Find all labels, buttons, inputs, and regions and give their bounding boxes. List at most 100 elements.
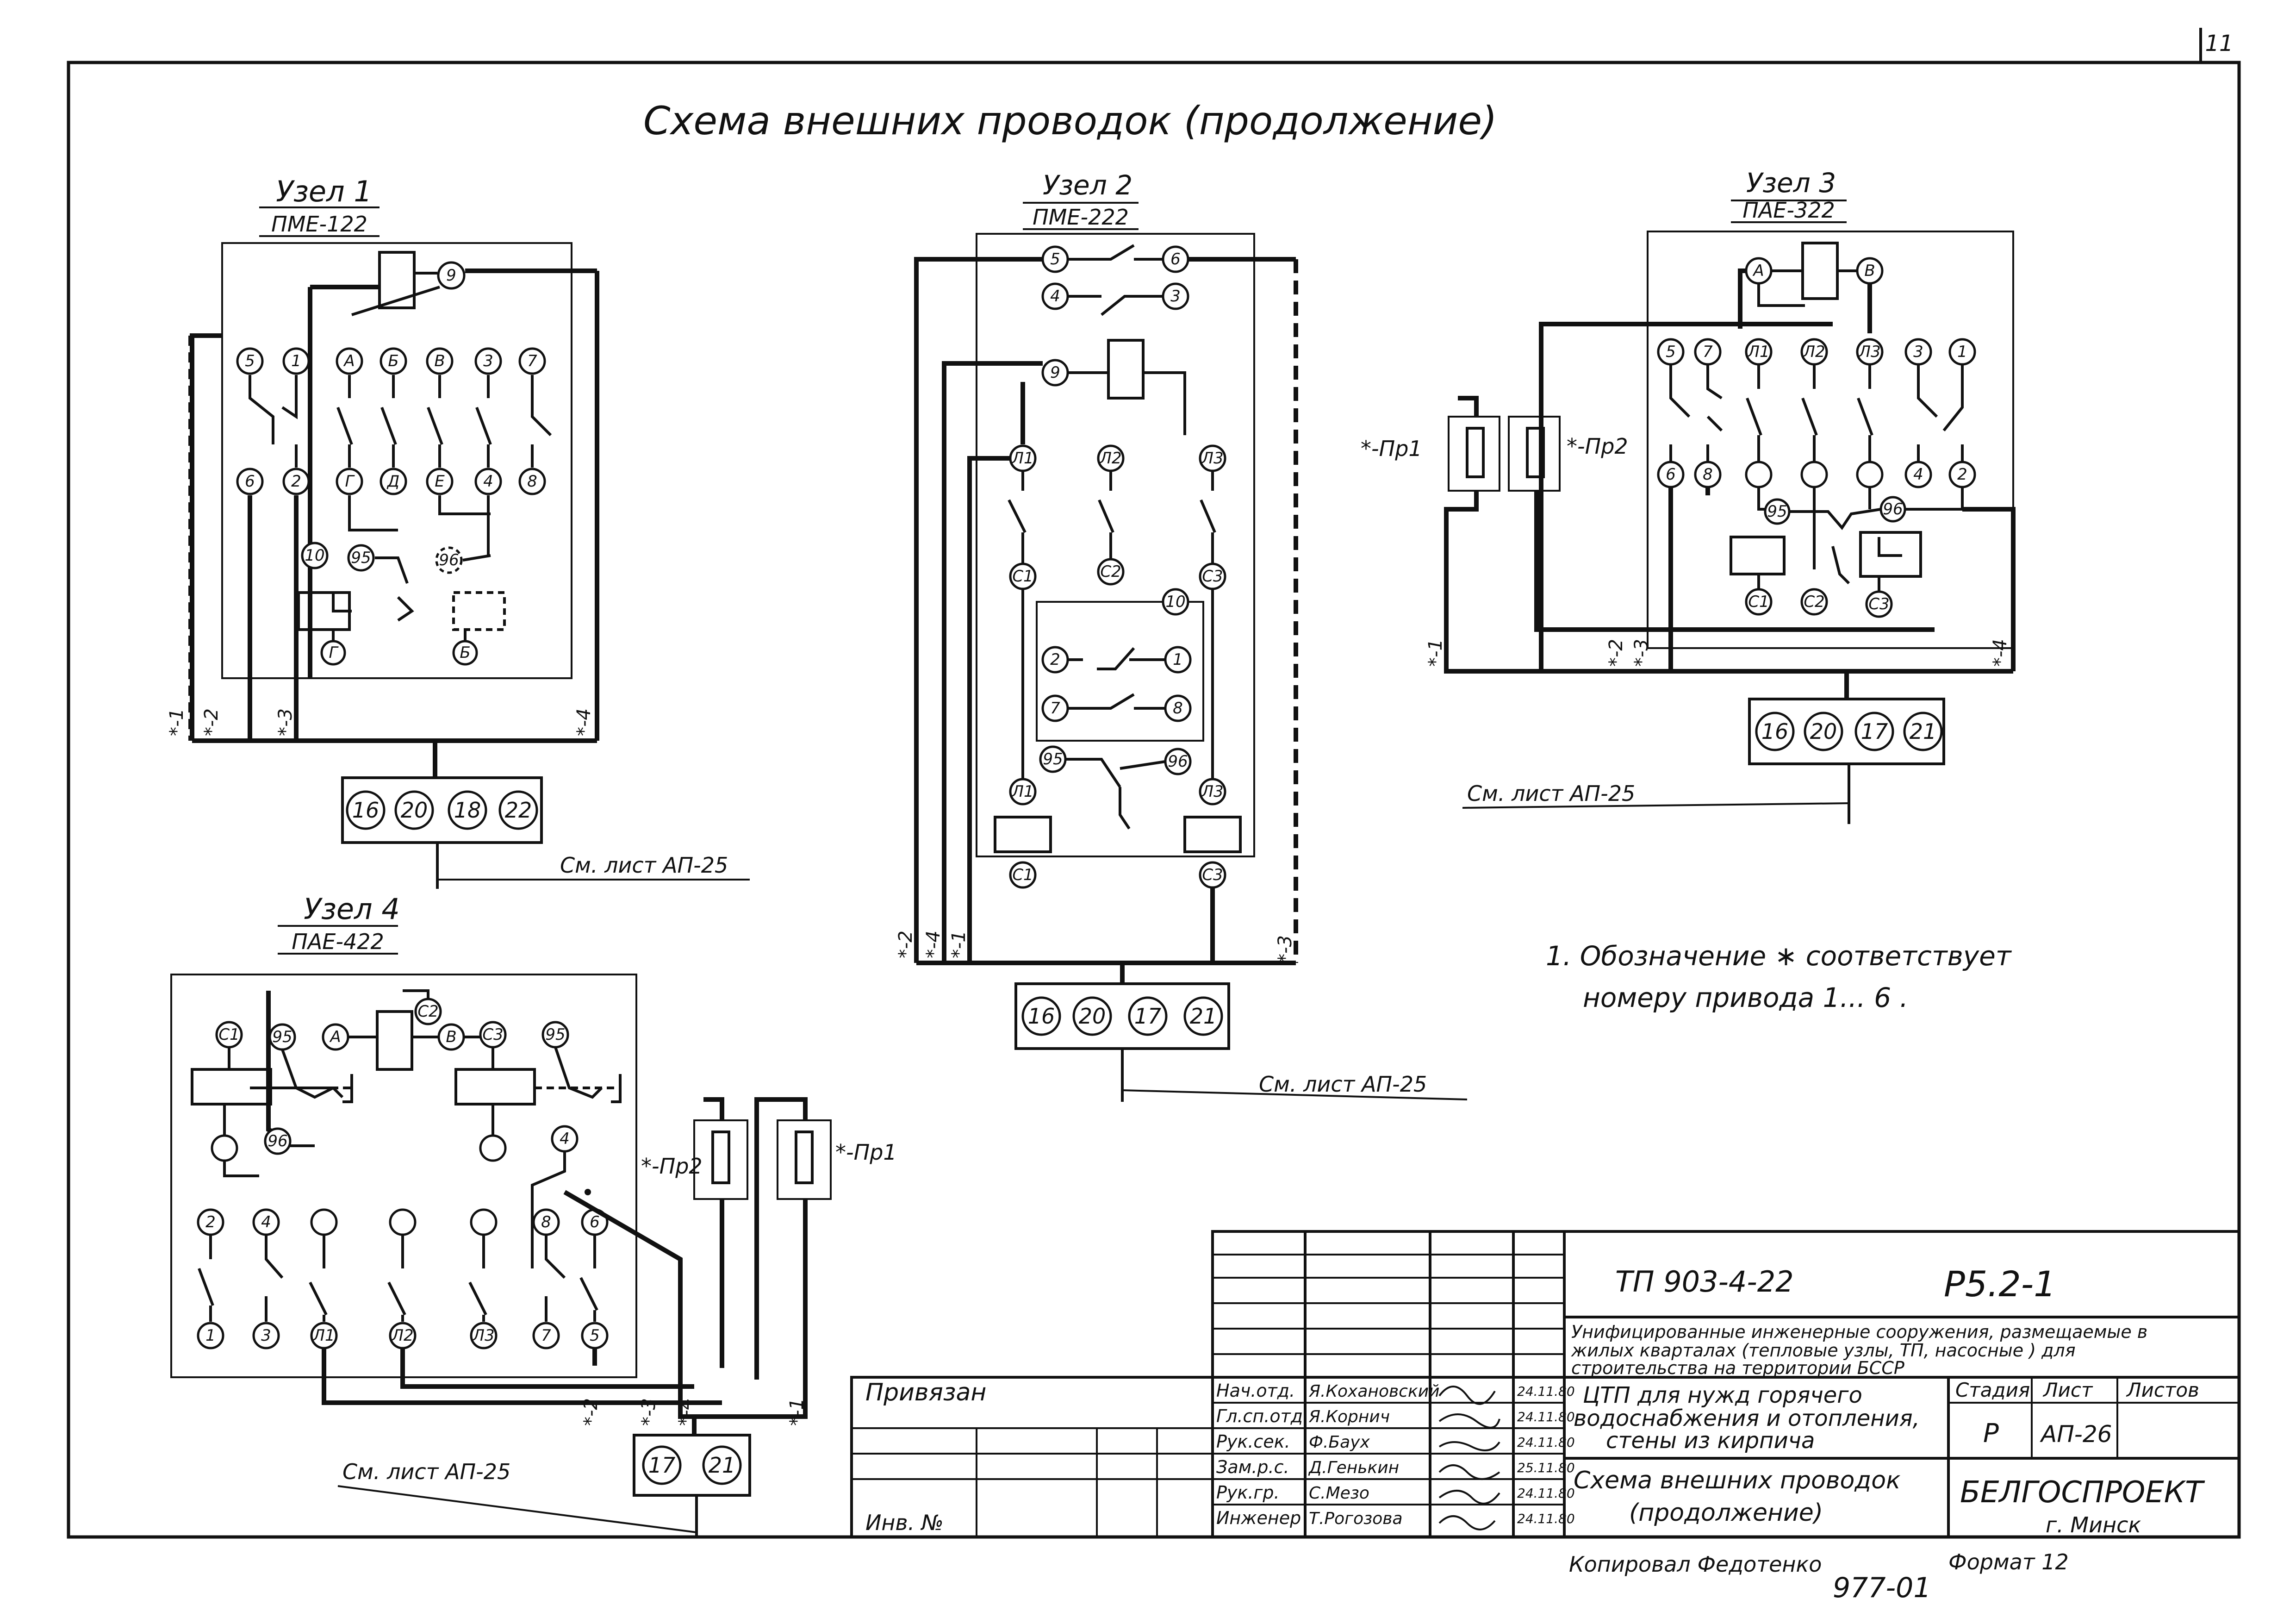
node3-label: Узел 3 xyxy=(1746,167,1836,199)
node2-aux-2: 7 xyxy=(1050,699,1060,718)
org-name: БЕЛГОСПРОЕКТ xyxy=(1960,1475,2205,1510)
node3-r1-6: 1 xyxy=(1957,343,1967,361)
node2-enclosure xyxy=(976,233,1255,857)
role-1: Гл.сп.отд. xyxy=(1216,1406,1308,1426)
node1-r1-6: 7 xyxy=(527,352,537,370)
stage-header: Стадия xyxy=(1955,1379,2030,1401)
copied-by: Копировал Федотенко xyxy=(1569,1552,1822,1577)
node2-bl-1: Л3 xyxy=(1201,782,1223,801)
drawing-title: Схема внешних проводок (продолжение) xyxy=(643,98,1497,144)
node1-ref: См. лист АП-25 xyxy=(560,853,728,878)
node4-top-1: 95 xyxy=(272,1028,292,1046)
node3-coil xyxy=(1801,242,1839,300)
project-code: ТП 903-4-22 xyxy=(1615,1265,1794,1299)
node3-r1-3: Л2 xyxy=(1802,343,1825,361)
date-1: 24.11.80 xyxy=(1517,1409,1575,1424)
node2-wire-1: *-1 xyxy=(948,931,970,958)
node4-coil xyxy=(376,1010,413,1071)
node2-wire-4: *-4 xyxy=(923,931,944,958)
node3-block-0: 16 xyxy=(1761,719,1789,744)
date-0: 24.11.80 xyxy=(1517,1384,1575,1399)
node2-c-1: С2 xyxy=(1100,562,1121,581)
note: 1. Обозначение ∗ соответствует номеру пр… xyxy=(1546,940,2012,1013)
title-block: Привязан Инв. № ТП 903-4-22 Р5.2-1 Унифи… xyxy=(850,1230,2240,1604)
node4-r2-3: Л2 xyxy=(391,1326,413,1345)
node3-r95: 95 xyxy=(1767,502,1787,521)
node2-top-1: 6 xyxy=(1170,250,1181,269)
node1: Узел 1 ПМЕ-122 9 5 1 А Б В 3 7 xyxy=(166,175,750,889)
node1-r4-0: Г xyxy=(329,643,339,662)
node1-relay-right xyxy=(452,591,506,631)
role-0: Нач.отд. xyxy=(1216,1380,1295,1401)
node4-r2-6: 5 xyxy=(590,1326,600,1345)
node1-block-1: 20 xyxy=(401,798,428,823)
node2-ten: 10 xyxy=(1165,593,1185,611)
node2-top-0: 5 xyxy=(1050,250,1060,269)
archive-stamp: 977-01 xyxy=(1833,1572,1931,1604)
node1-r4-1: Б xyxy=(460,643,470,662)
node1-wire-3: *-3 xyxy=(275,708,296,736)
signature-rows: Нач.отд. Гл.сп.отд. Рук.сек. Зам.р.с. Ру… xyxy=(1216,1380,1575,1530)
node1-r1-4: В xyxy=(434,352,445,370)
inv-number: Инв. № xyxy=(865,1510,944,1535)
node2-block-3: 21 xyxy=(1190,1004,1217,1029)
role-5: Инженер xyxy=(1216,1508,1301,1528)
node4-mid-0: 96 xyxy=(268,1132,287,1150)
node1-r2-1: 2 xyxy=(291,472,301,491)
node4-block-1: 21 xyxy=(709,1453,736,1478)
node3-r1-0: 5 xyxy=(1666,343,1676,361)
node2-bc-1: С3 xyxy=(1202,866,1223,884)
node4-ref: См. лист АП-25 xyxy=(342,1459,510,1484)
node1-block xyxy=(341,776,543,844)
node3-r96: 96 xyxy=(1883,500,1903,518)
node4-r1-1: 4 xyxy=(261,1213,271,1231)
node2-l-0: Л1 xyxy=(1011,449,1033,468)
desc-line3: строительства на территории БССР xyxy=(1571,1358,1904,1378)
node3: Узел 3 ПАЕ-322 А В 5 7 Л1 Л2 Л3 3 1 6 8 xyxy=(1361,167,2016,824)
node2-top-3: 3 xyxy=(1170,287,1181,306)
node2-relay-right xyxy=(1183,816,1242,853)
node2-c-0: С1 xyxy=(1012,567,1033,586)
node2-coil-term: 9 xyxy=(1050,363,1060,382)
node3-r2-1: 8 xyxy=(1703,465,1713,484)
node3-wire-4: *-4 xyxy=(1990,639,2011,667)
node2-block-2: 17 xyxy=(1134,1004,1162,1029)
node2-aux-3: 8 xyxy=(1173,699,1183,718)
privyazan: Привязан xyxy=(865,1379,986,1406)
node3-wire-2: *-2 xyxy=(1605,639,1627,667)
node1-r2-4: Е xyxy=(435,472,445,491)
node2-l-2: Л3 xyxy=(1201,449,1223,468)
node4-top-2: А xyxy=(329,1028,341,1046)
node4-fuse-label-2: *-Пр1 xyxy=(835,1140,897,1165)
node4-model: ПАЕ-422 xyxy=(292,929,384,954)
node4-wire-2: *-2 xyxy=(580,1398,602,1426)
sheet-code: Р5.2-1 xyxy=(1944,1263,2056,1305)
node1-block-3: 22 xyxy=(505,798,532,823)
name-4: С.Мезо xyxy=(1309,1484,1369,1503)
node4-r2-5: 7 xyxy=(541,1326,551,1345)
node4-block xyxy=(633,1434,751,1497)
node4-r1-5: 8 xyxy=(541,1213,551,1231)
node4-r1-6: 6 xyxy=(590,1213,600,1231)
node2-aux-box xyxy=(1036,601,1204,742)
node3-r1-5: 3 xyxy=(1913,343,1923,361)
node3-block-3: 21 xyxy=(1910,719,1937,744)
node3-relay-right xyxy=(1859,531,1922,578)
node1-row1: 5 1 А Б В 3 7 xyxy=(236,347,546,375)
node4: Узел 4 ПАЕ-422 С1 95 А С2 В С3 95 96 4 2 xyxy=(170,892,897,1537)
note-line1: 1. Обозначение ∗ соответствует xyxy=(1546,940,2012,972)
node4-label: Узел 4 xyxy=(304,892,400,926)
date-4: 24.11.80 xyxy=(1517,1486,1575,1501)
node4-r2-1: 3 xyxy=(261,1326,271,1345)
node3-top-1: В xyxy=(1864,262,1875,280)
node2-wire-2: *-2 xyxy=(895,931,916,958)
city: г. Минск xyxy=(2046,1512,2141,1537)
node3-top-0: А xyxy=(1752,262,1764,280)
node4-row2: 1 3 Л1 Л2 Л3 7 5 xyxy=(197,1322,609,1349)
drawing-line2: (продолжение) xyxy=(1629,1499,1823,1527)
node4-block-0: 17 xyxy=(648,1453,676,1478)
node1-label: Узел 1 xyxy=(276,175,372,208)
node3-fuse-label-1: *-Пр1 xyxy=(1361,436,1422,461)
node1-r1-2: А xyxy=(343,352,355,370)
